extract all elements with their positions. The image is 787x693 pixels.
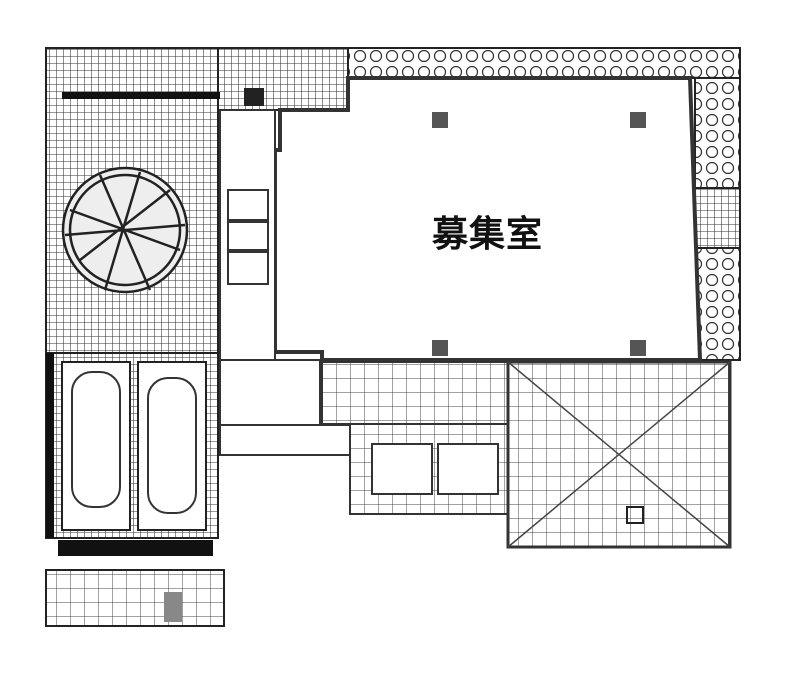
service-core xyxy=(219,109,371,456)
main-room xyxy=(273,76,703,362)
planters xyxy=(347,47,741,361)
left-terrace xyxy=(45,47,349,354)
lower-terrace xyxy=(321,360,732,549)
room-label: 募集室 xyxy=(432,214,544,255)
parking xyxy=(45,352,219,556)
stairs xyxy=(45,569,225,627)
circular-feature xyxy=(61,166,189,294)
